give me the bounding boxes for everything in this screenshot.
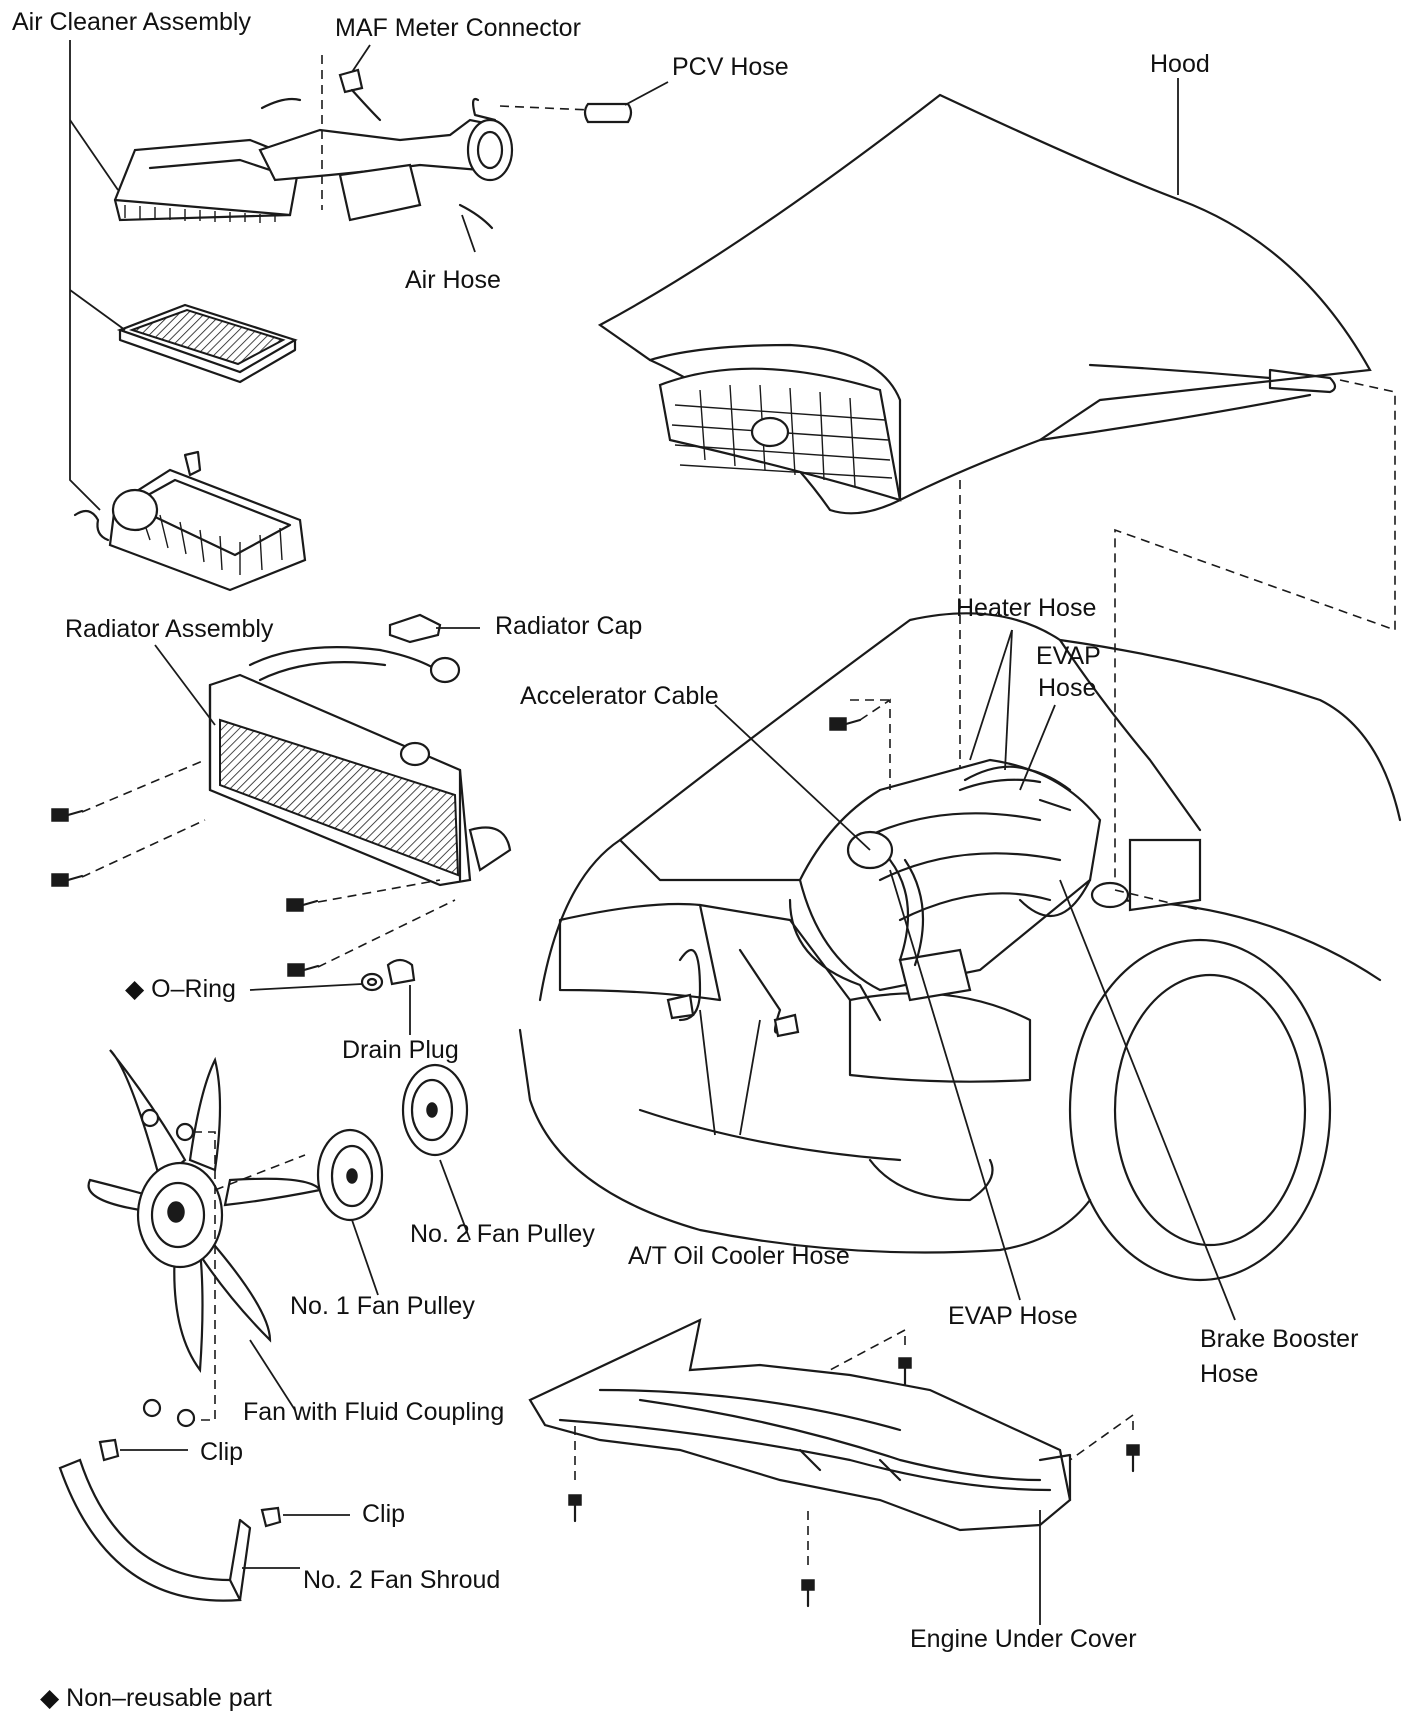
maf-meter-and-intake-duct [258, 55, 591, 230]
drain-plug-label: Drain Plug [342, 1036, 459, 1064]
no1-fan-pulley-label: No. 1 Fan Pulley [290, 1292, 475, 1320]
hood-panel [597, 93, 1372, 515]
brake-booster-hose-label-line2: Hose [1200, 1360, 1259, 1388]
no2-fan-pulley-part [401, 1063, 469, 1157]
clip-upper-label: Clip [200, 1438, 244, 1466]
pcv-hose-part [583, 102, 633, 124]
at-oil-cooler-hose-label: A/T Oil Cooler Hose [628, 1242, 850, 1270]
clip-lower-label: Clip [362, 1500, 406, 1528]
engine-under-cover-label: Engine Under Cover [910, 1625, 1137, 1653]
non-reusable-legend: ◆ Non–reusable part [40, 1684, 272, 1712]
o-ring-part [360, 972, 384, 992]
clip-parts [98, 1438, 282, 1528]
maf-meter-connector-label: MAF Meter Connector [335, 14, 581, 42]
air-cleaner-case [73, 450, 307, 592]
fan-with-fluid-coupling-part [87, 1049, 322, 1374]
brake-booster-hose-label-line1: Brake Booster [1200, 1325, 1359, 1353]
no1-fan-pulley-part [316, 1128, 384, 1222]
no2-fan-pulley-label: No. 2 Fan Pulley [410, 1220, 595, 1248]
drain-plug-part [386, 958, 416, 986]
accelerator-cable-label: Accelerator Cable [520, 682, 719, 710]
air-hose-label: Air Hose [405, 266, 501, 294]
radiator-bolts [51, 717, 862, 977]
evap-hose-upper-label-line1: EVAP [1036, 642, 1101, 670]
evap-hose-upper-label-line2: Hose [1038, 674, 1097, 702]
radiator-cap-part [388, 613, 442, 644]
radiator-cap-label: Radiator Cap [495, 612, 643, 640]
fan-nuts [140, 1108, 196, 1428]
air-cleaner-assembly-label: Air Cleaner Assembly [12, 8, 251, 36]
radiator-assembly-part [208, 646, 512, 887]
radiator-assembly-label: Radiator Assembly [65, 615, 274, 643]
under-cover-bolts [568, 1357, 1140, 1608]
engine-assembly [788, 758, 1202, 1022]
pcv-hose-label: PCV Hose [672, 53, 789, 81]
engine-under-cover-part [528, 1318, 1072, 1532]
no2-fan-shroud-label: No. 2 Fan Shroud [303, 1566, 501, 1594]
fan-with-fluid-coupling-label: Fan with Fluid Coupling [243, 1398, 505, 1426]
air-filter-element [116, 303, 298, 384]
no2-fan-shroud-part [58, 1458, 252, 1602]
o-ring-label: ◆ O–Ring [125, 975, 236, 1003]
hood-label: Hood [1150, 50, 1210, 78]
evap-hose-lower-label: EVAP Hose [948, 1302, 1078, 1330]
air-cleaner-leader [69, 40, 101, 511]
heater-hose-label: Heater Hose [956, 594, 1097, 622]
hoses-in-engine-bay [666, 765, 1092, 1038]
